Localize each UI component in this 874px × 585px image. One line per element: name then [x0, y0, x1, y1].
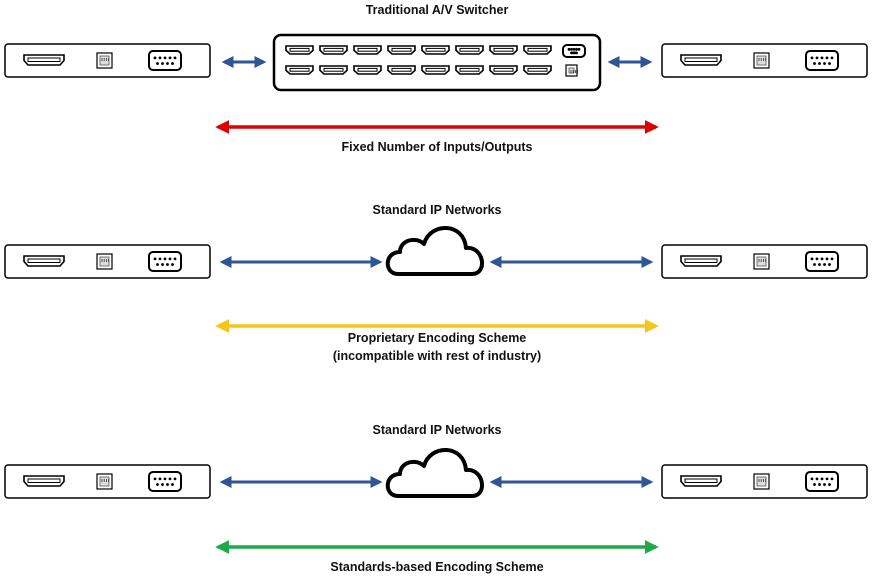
hdmi-port-icon: [421, 65, 450, 75]
sink-device-3: [661, 464, 868, 499]
switcher-title: Traditional A/V Switcher: [365, 3, 509, 17]
ethernet-port-icon: [753, 52, 770, 69]
hdmi-port-icon: [23, 475, 65, 487]
serial-port-icon: [148, 471, 182, 492]
source-device-3: [4, 464, 211, 499]
network-label-2: Standard IP Networks: [372, 203, 502, 217]
av-switcher: [272, 33, 602, 92]
serial-port-icon: [148, 50, 182, 71]
cloud-icon: [385, 226, 484, 276]
hdmi-port-icon: [353, 65, 382, 75]
sink-device-1: [661, 43, 868, 78]
ethernet-port-icon: [96, 473, 113, 490]
hdmi-port-icon: [285, 65, 314, 75]
ethernet-port-icon: [96, 52, 113, 69]
serial-port-icon: [148, 251, 182, 272]
caption-proprietary-line2: (incompatible with rest of industry): [332, 349, 542, 363]
hdmi-port-icon: [319, 65, 348, 75]
switcher-chassis: [272, 33, 602, 92]
hdmi-port-icon: [353, 45, 382, 55]
hdmi-port-icon: [680, 54, 722, 66]
hdmi-port-icon: [489, 65, 518, 75]
serial-port-icon: [805, 251, 839, 272]
caption-standards: Standards-based Encoding Scheme: [330, 560, 544, 574]
source-device-2: [4, 244, 211, 279]
hdmi-port-icon: [23, 255, 65, 267]
cloud-icon: [385, 448, 484, 498]
hdmi-port-icon: [455, 45, 484, 55]
caption-fixed-io: Fixed Number of Inputs/Outputs: [341, 140, 533, 154]
hdmi-port-icon: [680, 255, 722, 267]
hdmi-port-icon: [421, 45, 450, 55]
hdmi-port-icon: [523, 65, 552, 75]
network-label-3: Standard IP Networks: [372, 423, 502, 437]
ethernet-port-icon: [565, 64, 578, 77]
hdmi-port-icon: [23, 54, 65, 66]
hdmi-port-icon: [285, 45, 314, 55]
hdmi-port-icon: [489, 45, 518, 55]
hdmi-port-icon: [680, 475, 722, 487]
sink-device-2: [661, 244, 868, 279]
serial-port-icon: [805, 50, 839, 71]
source-device-1: [4, 43, 211, 78]
serial-port-icon: [562, 44, 586, 58]
hdmi-port-icon: [387, 65, 416, 75]
hdmi-port-icon: [523, 45, 552, 55]
ethernet-port-icon: [96, 253, 113, 270]
serial-port-icon: [805, 471, 839, 492]
hdmi-port-icon: [455, 65, 484, 75]
ethernet-port-icon: [753, 253, 770, 270]
hdmi-port-icon: [319, 45, 348, 55]
hdmi-port-icon: [387, 45, 416, 55]
ethernet-port-icon: [753, 473, 770, 490]
caption-proprietary-line1: Proprietary Encoding Scheme: [347, 331, 527, 345]
